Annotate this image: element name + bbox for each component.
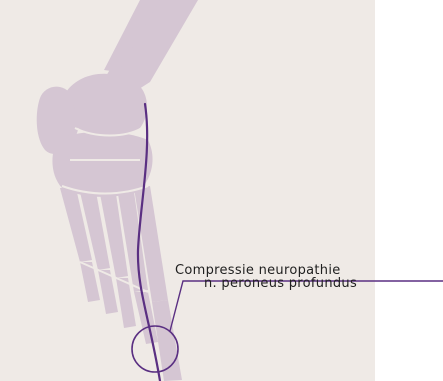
foot-bones [37,0,198,381]
callout-label-line-2: n. peroneus profundus [204,277,357,290]
toe-1 [80,262,100,302]
